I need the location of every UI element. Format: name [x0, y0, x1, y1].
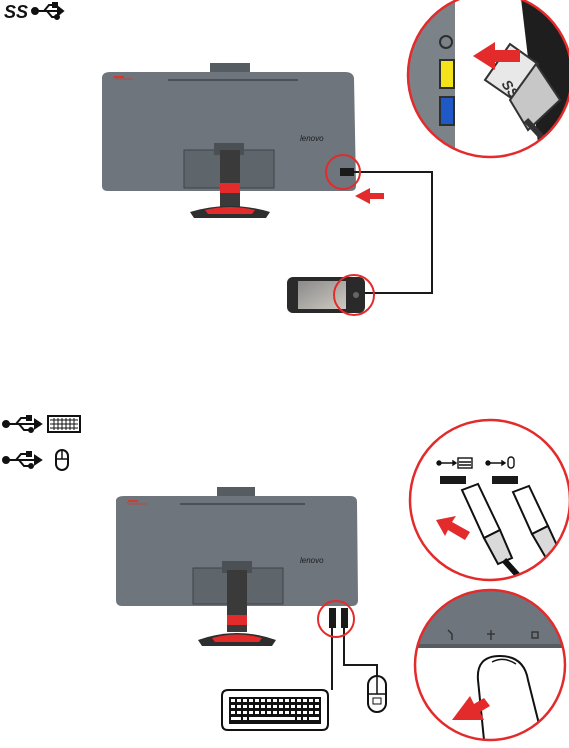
usb-mouse-icon — [3, 450, 68, 470]
usb-port-mouse — [492, 476, 518, 484]
stand-column — [220, 150, 240, 212]
usb-superspeed-icon: SS — [4, 2, 63, 22]
usb-port-blue — [440, 97, 454, 125]
stand-red-ring — [220, 183, 240, 193]
callout-usb-port: SS — [400, 0, 569, 170]
smartphone — [287, 277, 365, 313]
monitor-bottom: ThinkVision lenovo — [116, 487, 358, 646]
usb-keyboard-icon — [3, 416, 80, 432]
insert-arrow-small — [355, 188, 384, 204]
keyboard — [222, 690, 328, 730]
usb-port-keyboard — [440, 476, 466, 484]
callout-usb-ports-bottom — [410, 420, 569, 600]
brand-small: ThinkVision — [112, 76, 133, 81]
mouse — [368, 676, 386, 712]
stand-red-ring — [227, 615, 247, 625]
callout-control-buttons — [410, 590, 569, 748]
monitor-top: ThinkVision lenovo — [102, 63, 356, 218]
vent-grille — [180, 503, 305, 505]
vent-grille — [168, 79, 298, 81]
ss-usb-logo-text: SS — [4, 2, 28, 22]
usb-port-yellow — [440, 60, 454, 88]
lenovo-logo: lenovo — [300, 556, 324, 565]
brand-small: ThinkVision — [126, 501, 147, 506]
lenovo-logo: lenovo — [300, 134, 324, 143]
